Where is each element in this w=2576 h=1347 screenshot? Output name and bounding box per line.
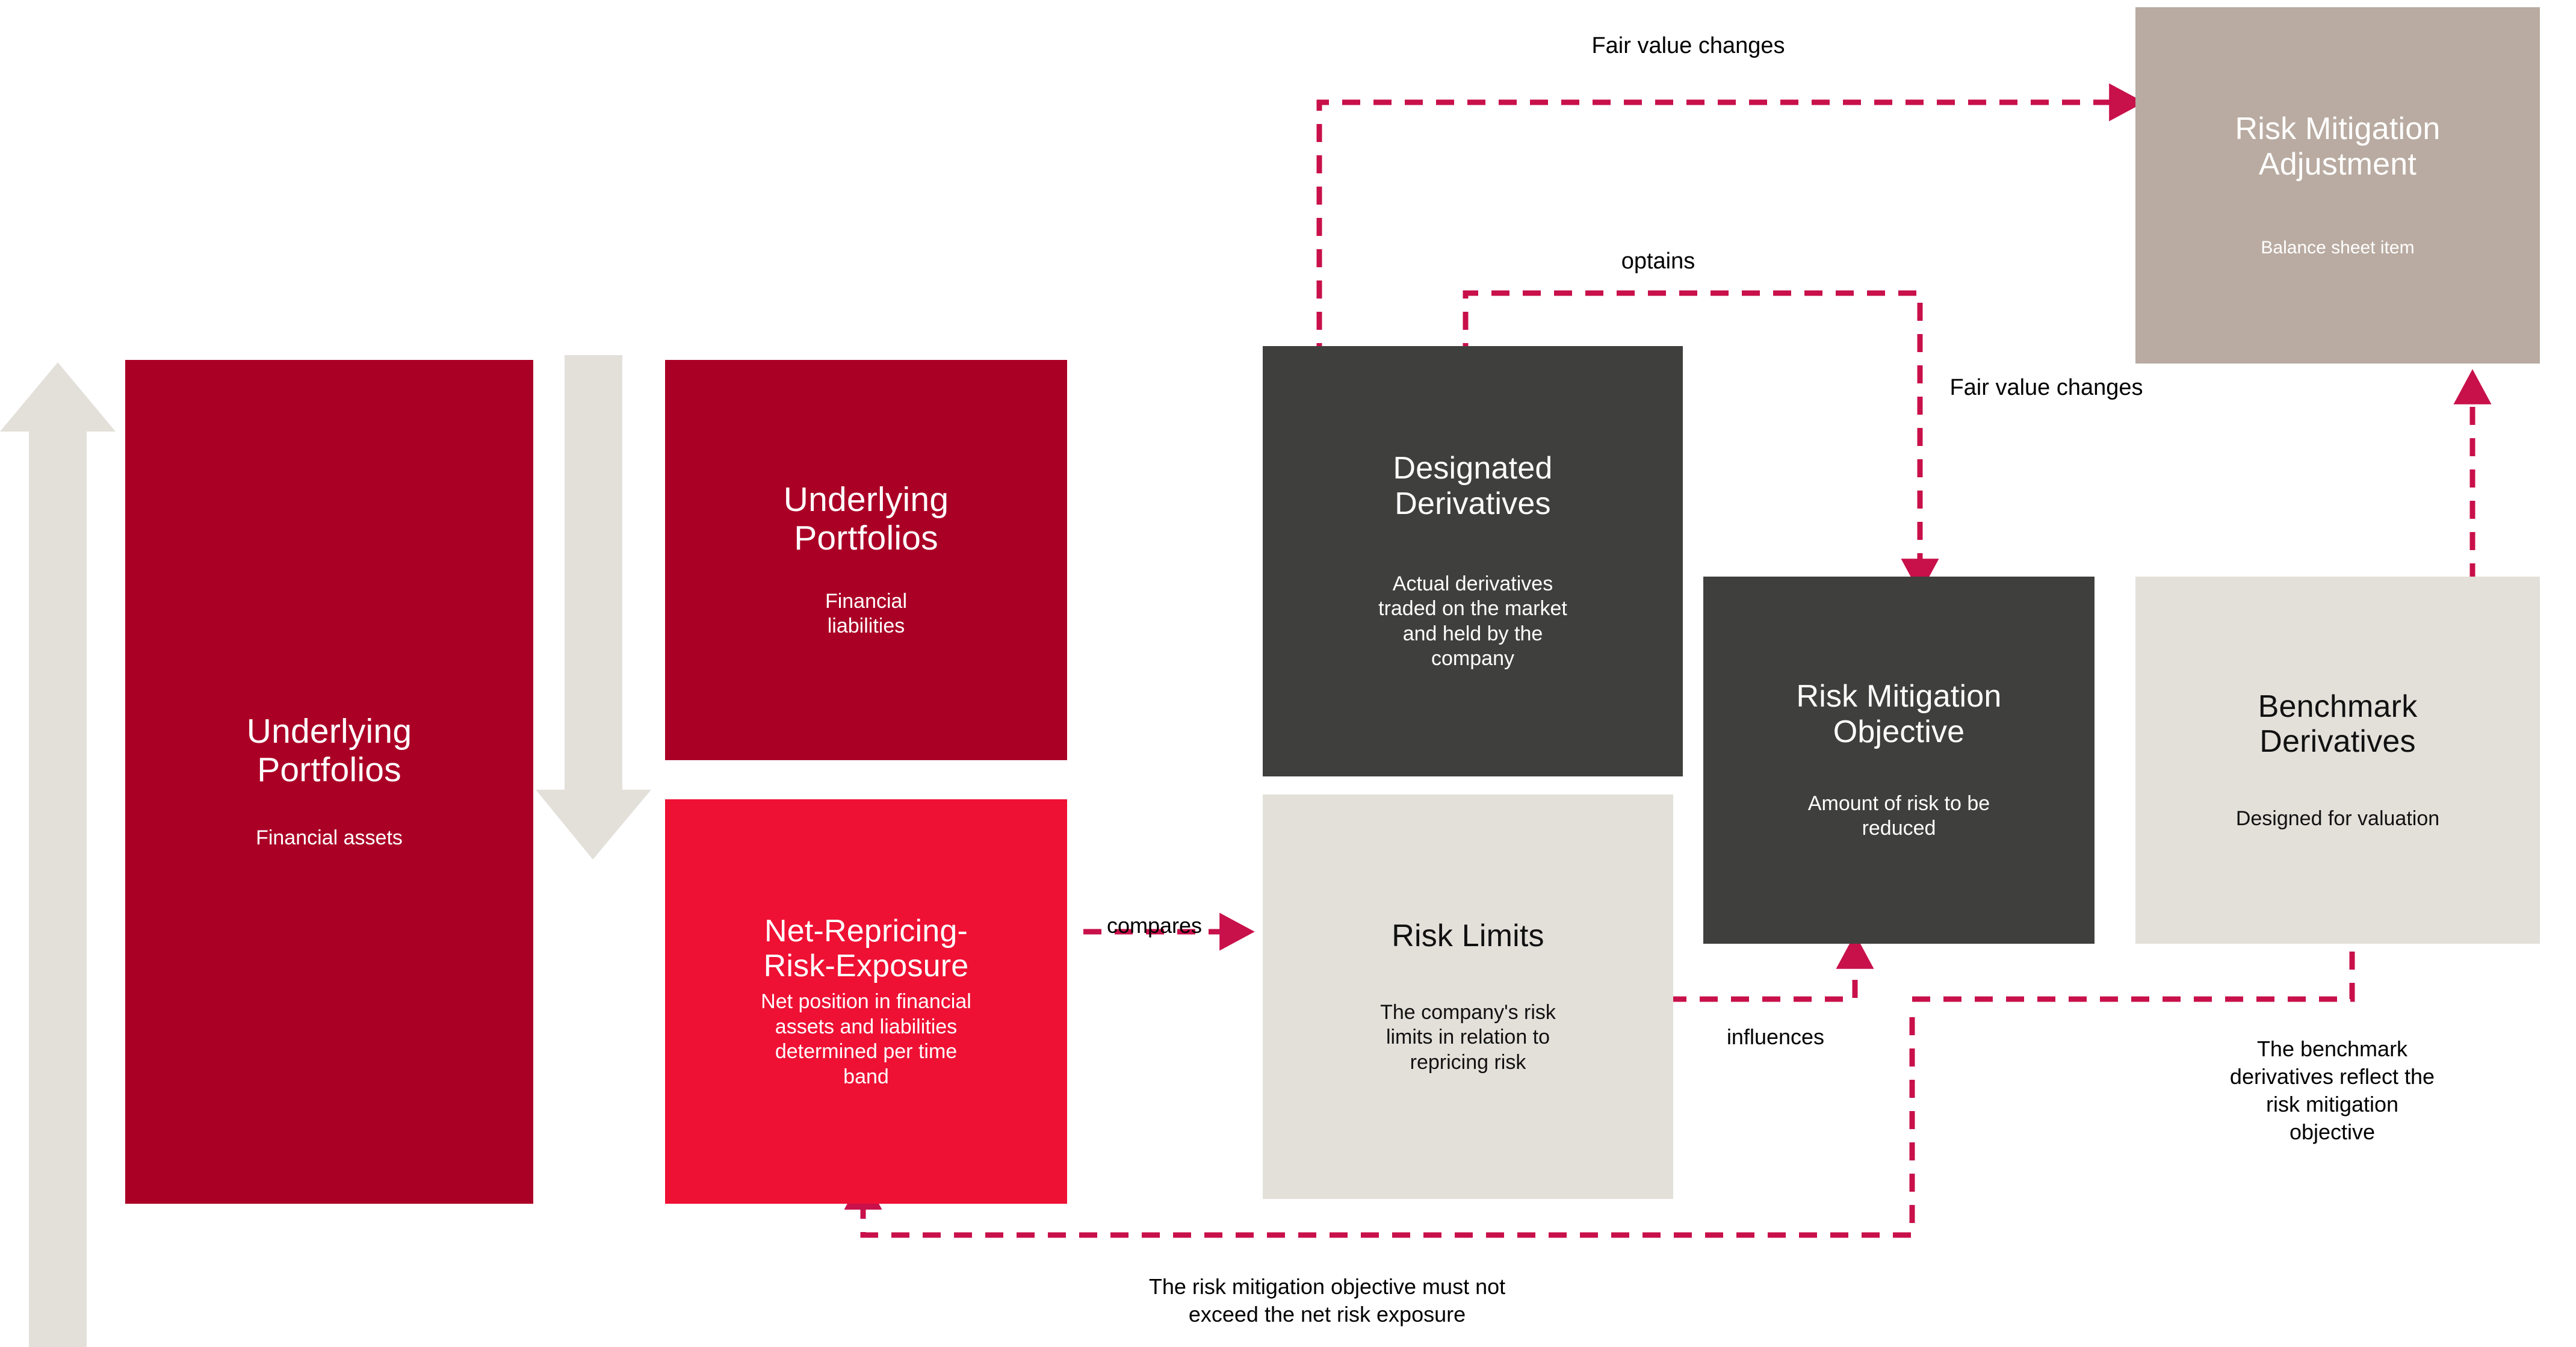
label-optains: optains: [1621, 249, 1695, 274]
box-title: Underlying Portfolios: [246, 712, 412, 790]
box-subtitle: Net position in financial assets and lia…: [761, 990, 971, 1088]
box-net-repricing-risk-exposure[interactable]: Net-Repricing- Risk-Exposure Net positio…: [665, 799, 1067, 1204]
box-subtitle: Financial liabilities: [825, 589, 908, 638]
box-subtitle: Balance sheet item: [2261, 237, 2415, 258]
box-subtitle: Financial assets: [256, 826, 403, 850]
box-subtitle: Amount of risk to be reduced: [1807, 791, 1990, 840]
liabilities-down-arrow: [536, 355, 651, 859]
box-title: Designated Derivatives: [1393, 451, 1553, 521]
box-underlying-portfolios-liabilities[interactable]: Underlying Portfolios Financial liabilit…: [665, 360, 1067, 760]
box-subtitle: Actual derivatives traded on the market …: [1378, 572, 1567, 670]
label-influences: influences: [1726, 1024, 1825, 1049]
box-title: Net-Repricing- Risk-Exposure: [763, 913, 969, 984]
box-risk-mitigation-objective[interactable]: Risk Mitigation Objective Amount of risk…: [1703, 577, 2095, 944]
label-benchmark-note: The benchmark derivatives reflect the ri…: [2229, 1036, 2435, 1145]
box-subtitle: The company's risk limits in relation to…: [1380, 1000, 1556, 1074]
box-underlying-portfolios-assets[interactable]: Underlying Portfolios Financial assets: [125, 360, 533, 1204]
label-exposure-note: The risk mitigation objective must not e…: [1148, 1274, 1506, 1327]
connector-influences: [1668, 934, 1874, 1002]
box-title: Risk Mitigation Objective: [1796, 679, 2002, 749]
box-subtitle: Designed for valuation: [2235, 807, 2440, 830]
box-risk-mitigation-adjustment[interactable]: Risk Mitigation Adjustment Balance sheet…: [2135, 7, 2540, 364]
label-compares: compares: [1106, 913, 1203, 938]
label-fair-value-changes-top: Fair value changes: [1591, 33, 1785, 58]
label-fair-value-changes-right: Fair value changes: [1949, 375, 2143, 400]
box-risk-limits[interactable]: Risk Limits The company's risk limits in…: [1263, 794, 1673, 1199]
connector-fair-value-changes-top: [1316, 83, 2144, 361]
box-title: Underlying Portfolios: [783, 480, 949, 558]
box-title: Risk Limits: [1392, 918, 1544, 953]
box-title: Risk Mitigation Adjustment: [2235, 111, 2441, 182]
box-title: Benchmark Derivatives: [2258, 689, 2418, 760]
assets-up-arrow: [0, 362, 116, 1347]
box-designated-derivatives[interactable]: Designated Derivatives Actual derivative…: [1263, 346, 1683, 776]
box-benchmark-derivatives[interactable]: Benchmark Derivatives Designed for valua…: [2135, 577, 2540, 944]
